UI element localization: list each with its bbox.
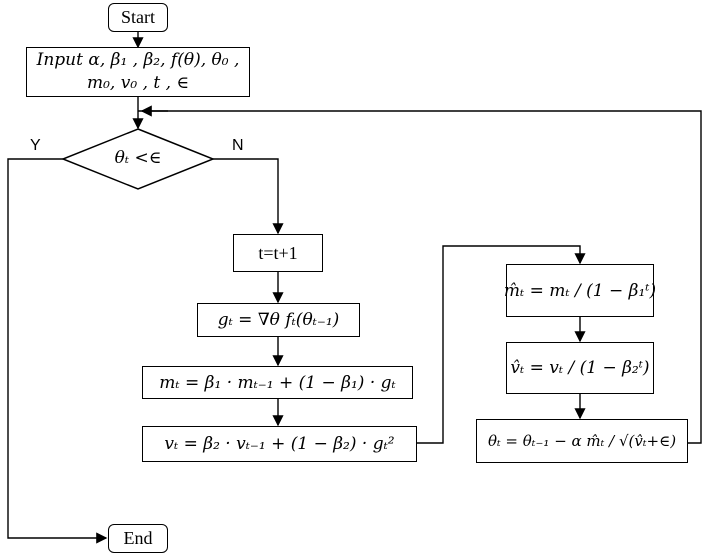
start-label: Start [121,7,155,27]
end-terminal: End [108,524,168,553]
m-hat-eq: m̂ₜ = mₜ / (1 − β₁ᵗ) [503,280,657,301]
first-moment-box: mₜ = β₁ · mₜ₋₁ + (1 − β₁) · gₜ [142,366,413,399]
gradient-box: gₜ = ∇θ fₜ(θₜ₋₁) [197,303,360,337]
start-terminal: Start [108,3,168,32]
input-line-1: Input α, β₁ , β₂, f(θ), θ₀ , [36,50,240,71]
decision-diamond [60,128,216,190]
arrow-v-to-mhat [417,245,586,444]
v-hat-eq: v̂ₜ = vₜ / (1 − β₂ᵗ) [510,358,650,378]
input-line-2: m₀, v₀ , t , ∈ [87,73,189,93]
update-box: θₜ = θₜ₋₁ − α m̂ₜ / √(v̂ₜ+∈) [476,419,688,463]
gradient-eq: gₜ = ∇θ fₜ(θₜ₋₁) [217,310,340,330]
decision-text: θₜ <∈ [114,148,162,168]
arrow-yes-to-end [7,158,108,544]
arrow-no-to-increment [213,158,284,235]
increment-text: t=t+1 [258,242,298,263]
m-hat-box: m̂ₜ = mₜ / (1 − β₁ᵗ) [503,264,657,317]
increment-box: t=t+1 [233,234,323,272]
branch-yes-label: Y [30,137,41,154]
end-label: End [123,528,153,548]
arrow-loop-back [138,110,702,444]
second-moment-box: vₜ = β₂ · vₜ₋₁ + (1 − β₂) · gₜ² [142,426,417,462]
branch-no-label: N [232,137,244,154]
input-box: Input α, β₁ , β₂, f(θ), θ₀ , m₀, v₀ , t … [26,47,250,97]
v-hat-box: v̂ₜ = vₜ / (1 − β₂ᵗ) [506,342,654,394]
first-moment-eq: mₜ = β₁ · mₜ₋₁ + (1 − β₁) · gₜ [159,372,396,393]
update-eq: θₜ = θₜ₋₁ − α m̂ₜ / √(v̂ₜ+∈) [487,432,677,450]
second-moment-eq: vₜ = β₂ · vₜ₋₁ + (1 − β₂) · gₜ² [164,434,395,454]
